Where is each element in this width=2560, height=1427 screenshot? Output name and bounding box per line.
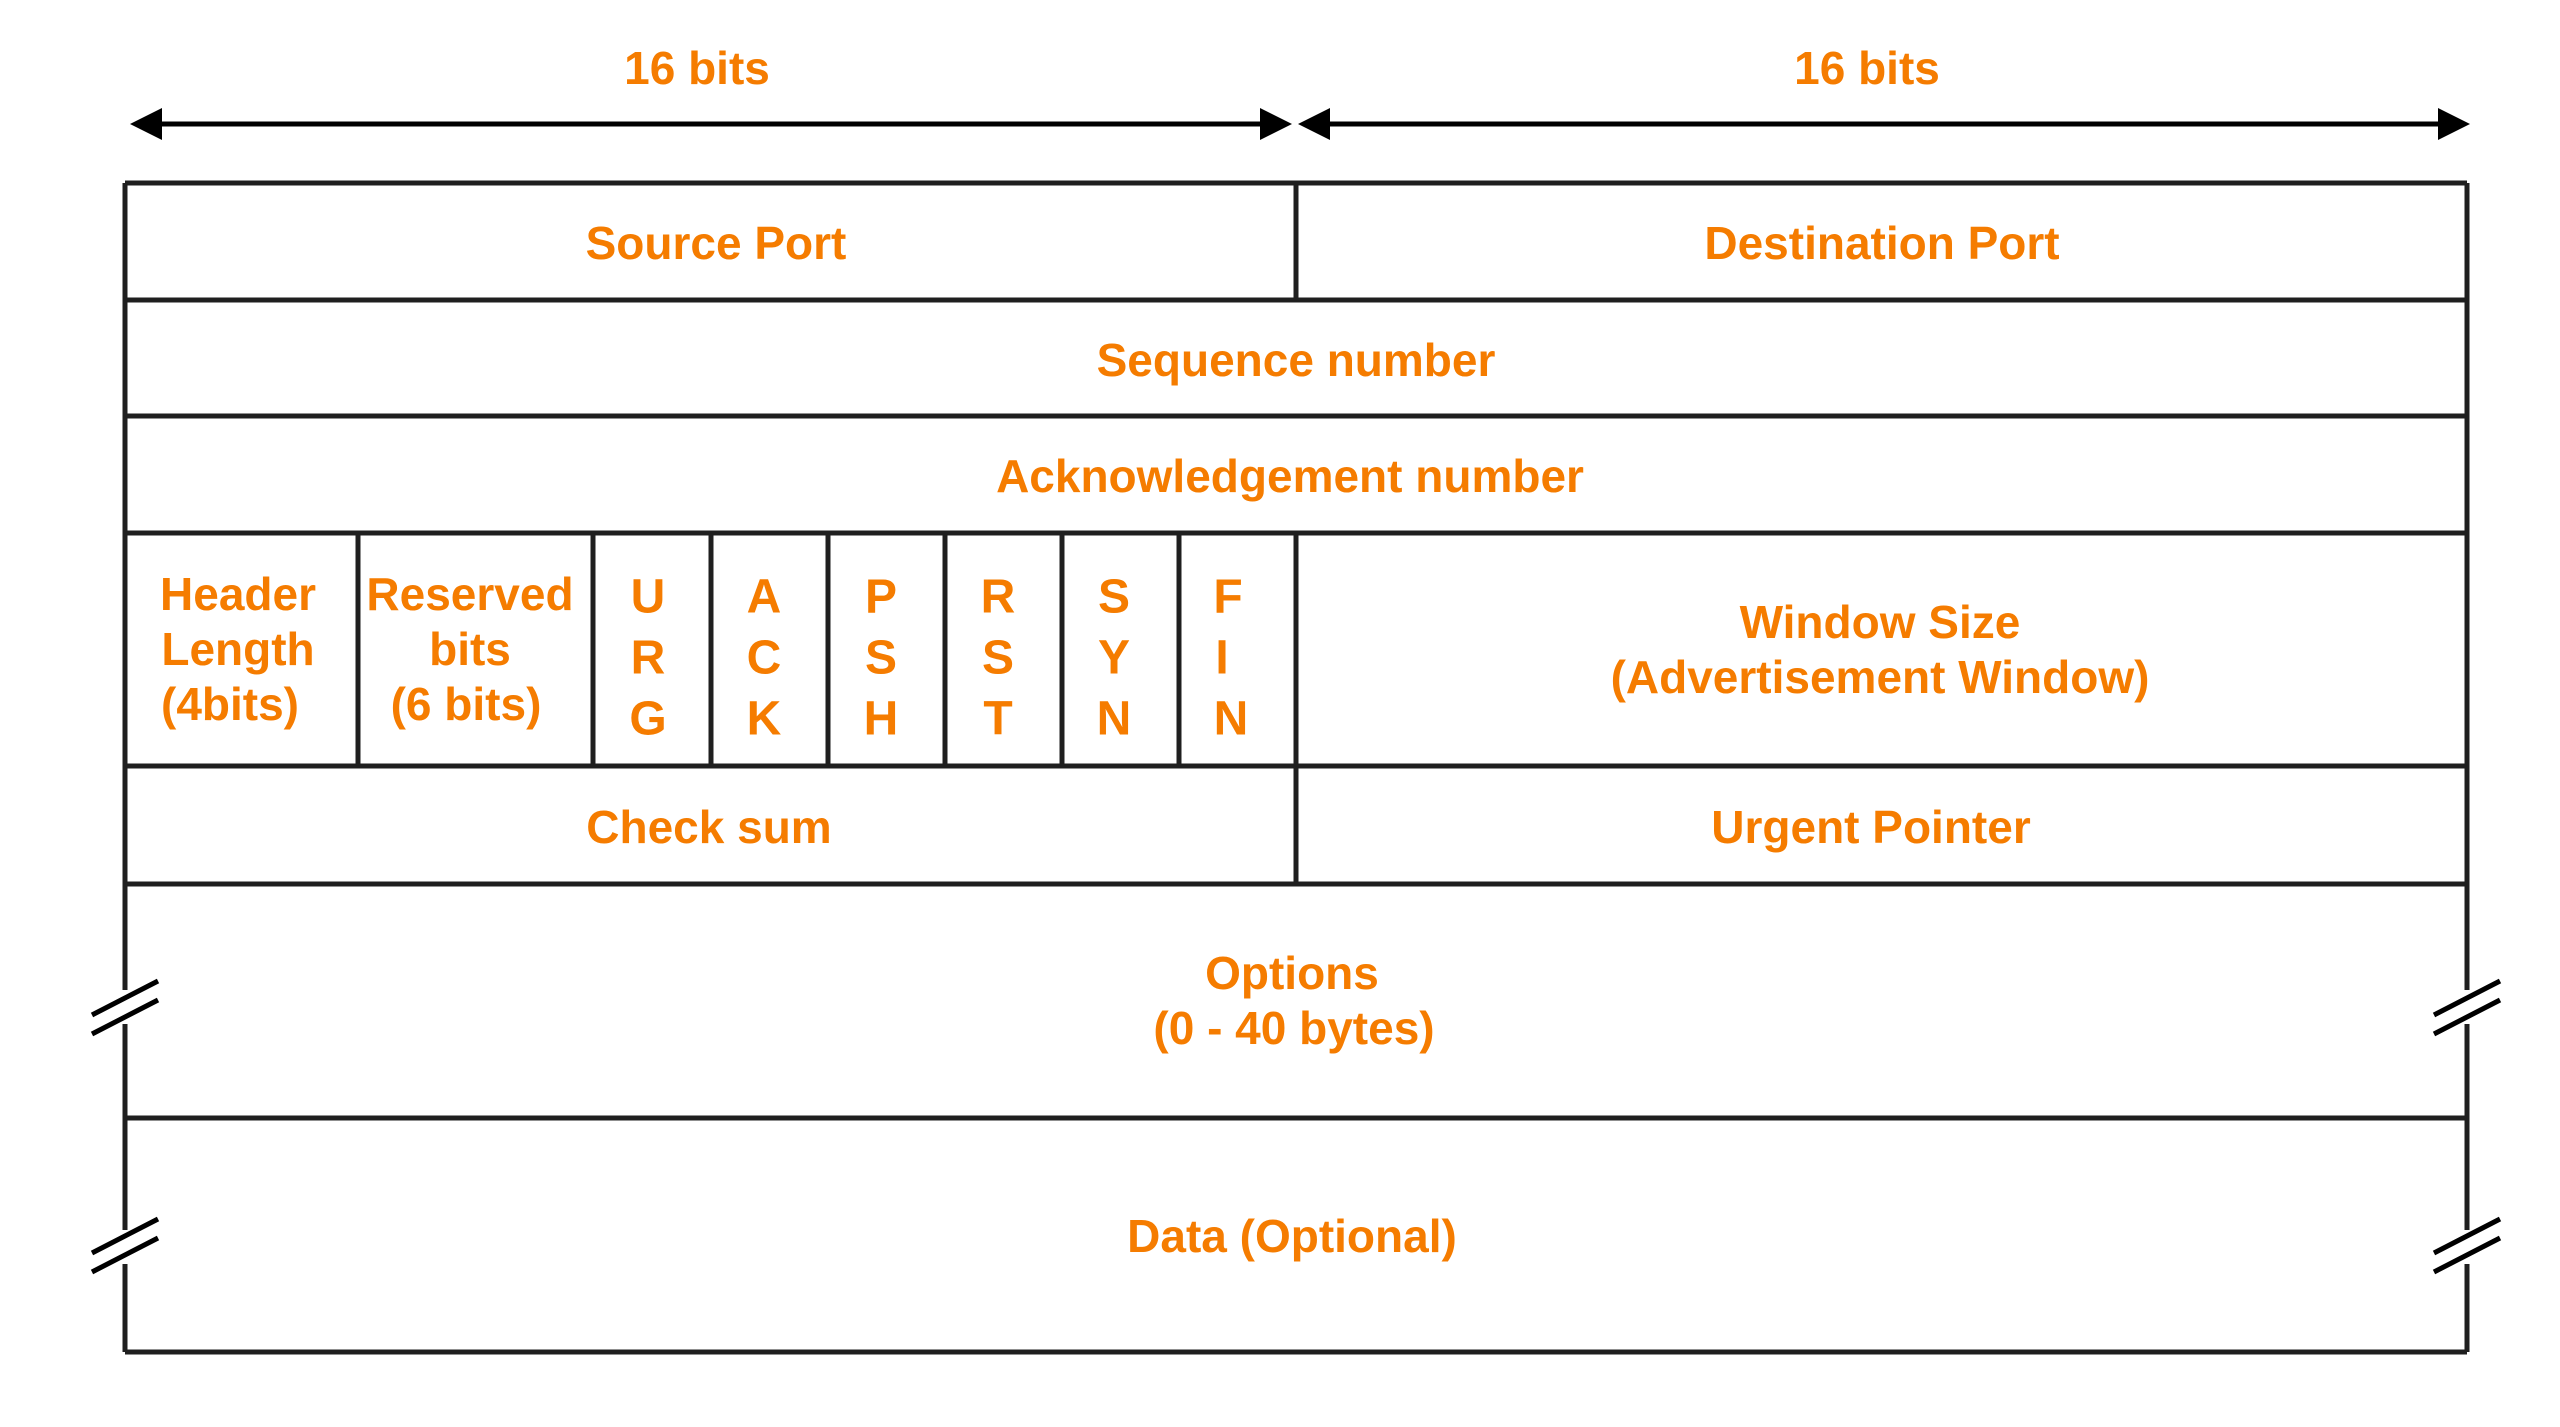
- header-frame: [122, 180, 2470, 1355]
- check-sum-field: Check sum: [586, 801, 831, 853]
- flag-rst-field: R S T: [981, 571, 1016, 746]
- arrowhead-right-icon: [1260, 108, 1292, 140]
- right-width-arrow: [1298, 108, 2470, 140]
- flag-letter: F: [1213, 571, 1242, 624]
- flag-letter: K: [747, 693, 782, 746]
- options-line: Options: [1205, 947, 1379, 999]
- flag-letter: T: [983, 693, 1012, 746]
- flag-urg-field: U R G: [629, 571, 666, 746]
- window-size-field: Window Size (Advertisement Window): [1611, 596, 2150, 703]
- flag-letter: I: [1215, 632, 1228, 685]
- flag-letter: P: [865, 571, 897, 624]
- flag-psh-field: P S H: [864, 571, 899, 746]
- flag-letter: R: [981, 571, 1016, 624]
- arrowhead-left-icon: [1298, 108, 1330, 140]
- flag-syn-field: S Y N: [1097, 571, 1132, 746]
- reserved-bits-line: bits: [429, 623, 511, 675]
- flag-letter: G: [629, 693, 666, 746]
- window-size-line: Window Size: [1740, 596, 2021, 648]
- left-width-label: 16 bits: [624, 42, 770, 94]
- options-line: (0 - 40 bytes): [1153, 1002, 1434, 1054]
- arrowhead-right-icon: [2438, 108, 2470, 140]
- flag-letter: U: [631, 571, 666, 624]
- flag-letter: S: [865, 632, 897, 685]
- source-port-field: Source Port: [586, 217, 847, 269]
- flag-letter: R: [631, 632, 666, 685]
- acknowledgement-number-field: Acknowledgement number: [996, 450, 1584, 502]
- right-width-label: 16 bits: [1794, 42, 1940, 94]
- data-break-right-icon: [2432, 1216, 2502, 1275]
- destination-port-field: Destination Port: [1704, 217, 2059, 269]
- left-width-arrow: [130, 108, 1292, 140]
- sequence-number-field: Sequence number: [1097, 334, 1496, 386]
- data-field: Data (Optional): [1127, 1210, 1457, 1262]
- urgent-pointer-field: Urgent Pointer: [1711, 801, 2031, 853]
- window-size-line: (Advertisement Window): [1611, 651, 2150, 703]
- options-field: Options (0 - 40 bytes): [1153, 947, 1434, 1054]
- header-length-line: Header: [160, 568, 316, 620]
- flag-letter: N: [1214, 693, 1249, 746]
- header-length-field: Header Length (4bits): [160, 568, 316, 730]
- reserved-bits-line: Reserved: [366, 568, 573, 620]
- header-length-line: Length: [161, 623, 314, 675]
- flag-fin-field: F I N: [1213, 571, 1248, 746]
- flag-ack-field: A C K: [747, 571, 782, 746]
- flag-letter: N: [1097, 693, 1132, 746]
- options-break-left-icon: [90, 978, 160, 1037]
- flag-letter: A: [747, 571, 782, 624]
- flag-letter: Y: [1098, 632, 1130, 685]
- options-break-right-icon: [2432, 978, 2502, 1037]
- header-length-line: (4bits): [161, 678, 299, 730]
- flag-letter: S: [982, 632, 1014, 685]
- flag-letter: H: [864, 693, 899, 746]
- flag-letter: S: [1098, 571, 1130, 624]
- data-break-left-icon: [90, 1216, 160, 1275]
- flag-letter: C: [747, 632, 782, 685]
- arrowhead-left-icon: [130, 108, 162, 140]
- reserved-bits-line: (6 bits): [391, 678, 542, 730]
- reserved-bits-field: Reserved bits (6 bits): [366, 568, 573, 730]
